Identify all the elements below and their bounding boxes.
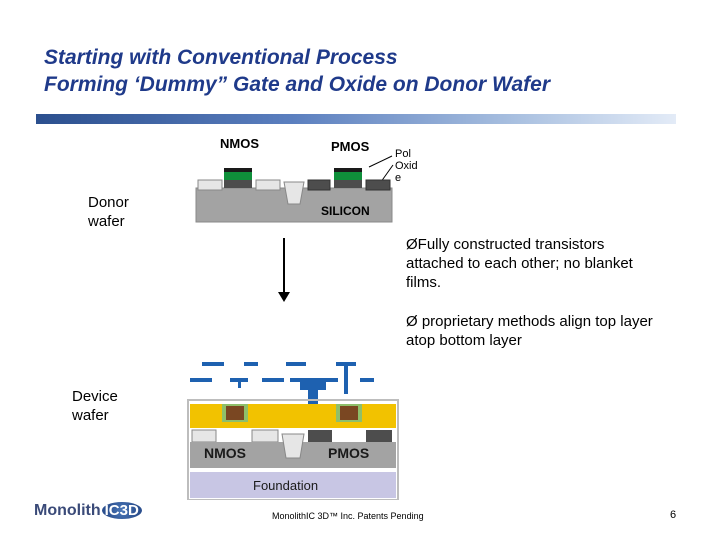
bullet-1: ØFully constructed transistors attached …: [406, 235, 706, 292]
device-wafer-line-1: Device: [72, 388, 118, 405]
oxide-block: [191, 429, 217, 443]
footer-text: MonolithIC 3D™ Inc. Patents Pending: [272, 511, 424, 521]
pmos-replacement-gate: [340, 406, 358, 420]
wafer-frame: [187, 399, 399, 500]
callout-line-poly: [368, 155, 393, 168]
bullet-marker: Ø: [406, 313, 418, 330]
bullet-1-line-2: attached to each other; no blanket: [406, 255, 633, 272]
nmos-gate-top: [224, 168, 252, 172]
logo-badge: IC3D: [101, 502, 142, 519]
foundation-layer: [190, 472, 396, 498]
metal-interconnect: [190, 362, 374, 404]
donor-nmos-label: NMOS: [220, 136, 259, 151]
foundation-label: Foundation: [253, 478, 318, 493]
gate-dark-block: [366, 430, 392, 442]
device-wafer-diagram: NMOS PMOS Foundation: [187, 362, 399, 500]
isolation-trench: [283, 181, 305, 205]
page-number: 6: [670, 509, 677, 521]
device-nmos-label: NMOS: [204, 445, 246, 461]
isolation-trench: [281, 433, 305, 459]
device-wafer-label: Device wafer: [72, 387, 118, 425]
nmos-gate-cap: [224, 172, 252, 180]
down-arrow: [278, 238, 290, 302]
gate-dark-block: [365, 179, 391, 191]
oxide-block: [255, 179, 281, 191]
callout-line-1: Pol: [395, 148, 411, 160]
device-pmos-label: PMOS: [328, 445, 369, 461]
title-line-1: Starting with Conventional Process: [44, 46, 398, 69]
donor-wafer-label: Donor wafer: [88, 193, 129, 231]
callout-line-2: Oxid: [395, 160, 418, 172]
nmos-gate-body: [224, 180, 252, 188]
logo-text: Monolith: [34, 502, 101, 519]
oxide-block: [251, 429, 279, 443]
silicon-label: SILICON: [321, 204, 370, 218]
gate-dark-block: [308, 430, 332, 442]
donor-wafer-line-1: Donor: [88, 194, 129, 211]
slide-title: Starting with Conventional Process Formi…: [44, 44, 704, 98]
device-wafer-line-2: wafer: [72, 407, 109, 424]
donor-wafer-diagram: SILICON: [195, 155, 394, 223]
pmos-gate-top: [334, 168, 362, 172]
pmos-gate-cap: [334, 172, 362, 180]
pmos-gate-body: [334, 180, 362, 188]
oxide-block: [197, 179, 223, 191]
bullet-2: Ø proprietary methods align top layer at…: [406, 312, 706, 350]
bullet-marker: Ø: [406, 236, 418, 253]
yellow-layer: [190, 404, 396, 428]
donor-pmos-label: PMOS: [331, 139, 370, 154]
gate-dark-block: [307, 179, 331, 191]
bullet-2-line-2: atop bottom layer: [406, 332, 522, 349]
poly-oxide-callout: Pol Oxid e: [395, 148, 431, 184]
donor-wafer-line-2: wafer: [88, 213, 125, 230]
bullet-2-line-1: proprietary methods align top layer: [417, 313, 653, 330]
bullet-1-line-3: films.: [406, 274, 441, 291]
bullet-1-line-1: Fully constructed transistors: [417, 236, 605, 253]
title-divider: [36, 114, 676, 124]
nmos-replacement-gate: [226, 406, 244, 420]
callout-line-3: e: [395, 172, 402, 184]
title-line-2: Forming ‘Dummy” Gate and Oxide on Donor …: [44, 73, 550, 96]
